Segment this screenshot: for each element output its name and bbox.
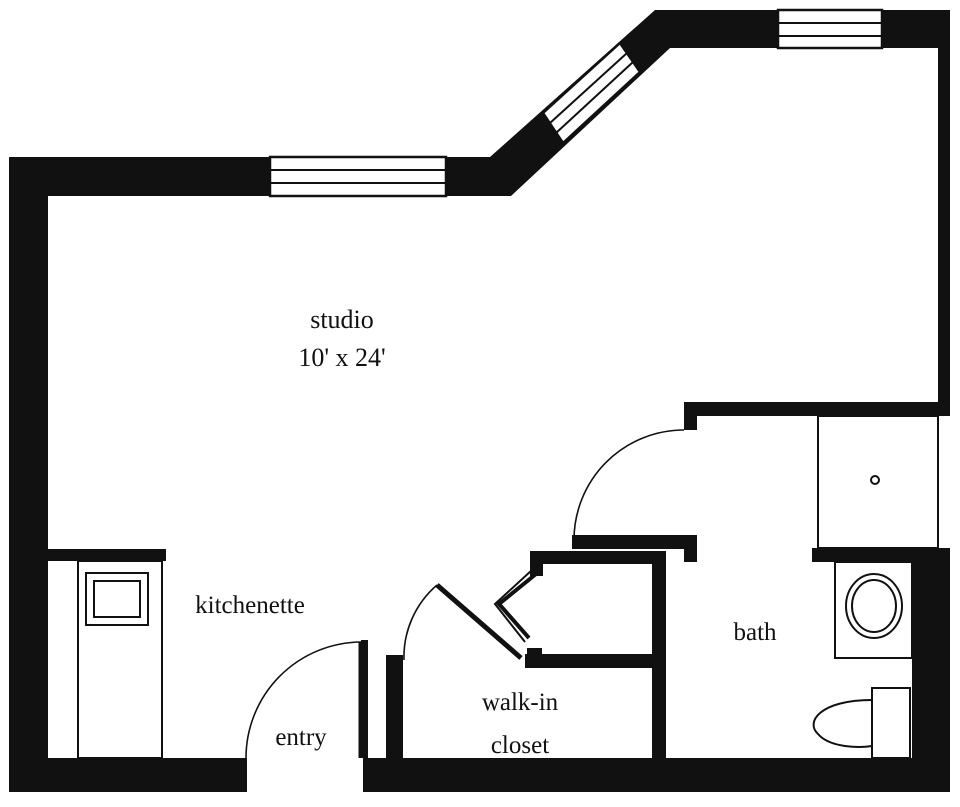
closet-label-line1: walk-in [482,689,559,716]
shower-drain [870,475,880,485]
bifold-door [493,569,538,643]
shower [817,415,939,549]
closet-door [403,583,523,661]
window-diagonal [541,41,642,145]
window-top-left [268,155,448,198]
kitchenette-label: kitchenette [195,592,305,619]
windows [268,8,884,198]
toilet [812,687,911,759]
closet-label-line2: closet [491,732,549,759]
studio-label: studio [310,305,374,334]
entry-label: entry [275,724,327,751]
entry-door [245,641,364,759]
kitchenette-fixtures [77,560,163,759]
labels: studio 10' x 24' kitchenette entry walk-… [195,305,777,759]
kitchen-sink [85,572,149,626]
kitchen-counter [77,560,163,759]
doors [245,429,685,759]
exterior-walls [9,10,950,792]
bath-fixtures [812,415,939,759]
bath-sink [834,561,913,659]
window-top-right [776,8,884,50]
studio-size-label: 10' x 24' [298,343,385,372]
bath-door [573,429,685,541]
interior-walls [48,402,950,792]
bath-label: bath [733,619,777,646]
